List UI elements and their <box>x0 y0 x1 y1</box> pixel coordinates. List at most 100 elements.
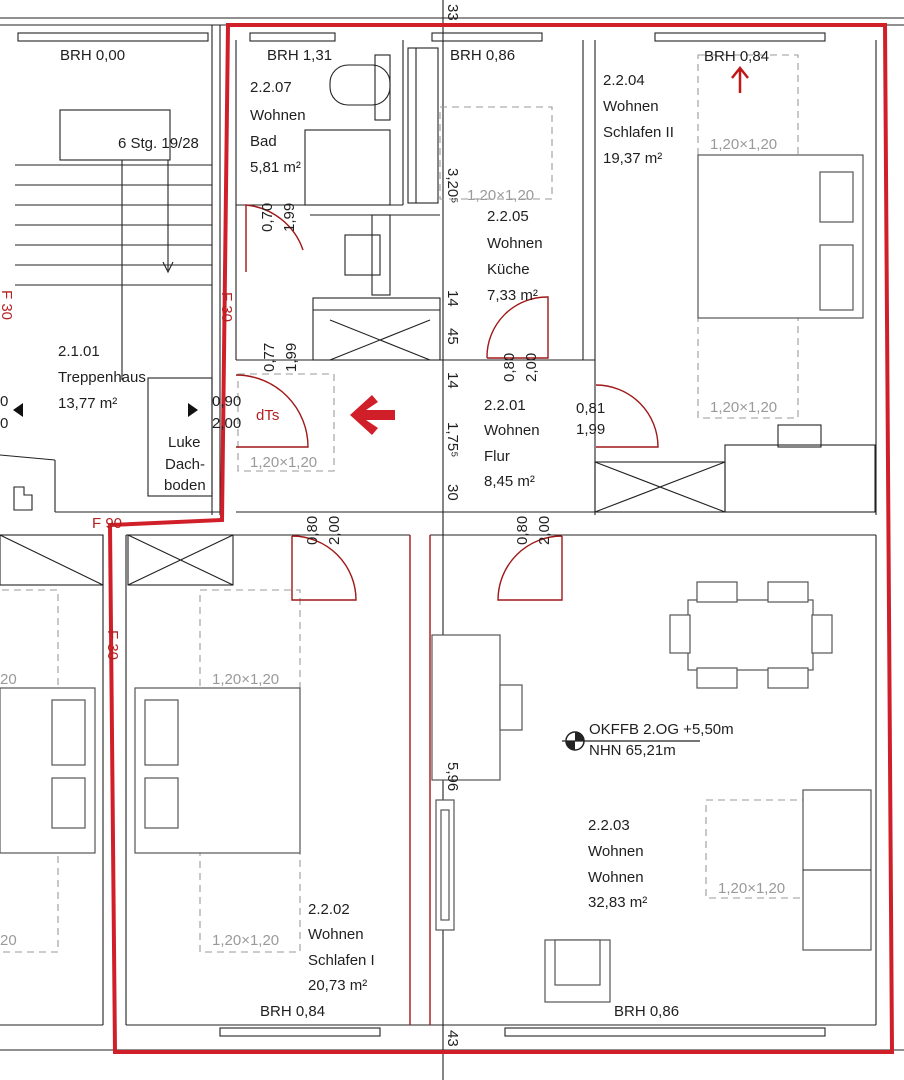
brh-label: BRH 0,84 <box>704 48 769 65</box>
room-number: 2.1.01 <box>58 343 100 360</box>
svg-text:F 90: F 90 <box>92 515 122 532</box>
svg-text:5,96: 5,96 <box>444 762 461 791</box>
brh-label: BRH 0,00 <box>60 47 125 64</box>
doors <box>235 204 659 601</box>
svg-text:Luke: Luke <box>168 434 201 451</box>
room-area: 20,73 m² <box>308 977 367 994</box>
svg-text:dTs: dTs <box>256 407 279 424</box>
svg-text:1,20×1,20: 1,20×1,20 <box>250 454 317 471</box>
play-arrow-left-icon <box>13 403 23 417</box>
room-name: Schlafen II <box>603 124 674 141</box>
room-type: Wohnen <box>250 107 306 124</box>
room-area: 7,33 m² <box>487 287 538 304</box>
room-number: 2.2.05 <box>487 208 529 225</box>
bathroom-fixtures <box>304 54 441 361</box>
svg-text:F 30: F 30 <box>104 630 121 660</box>
apartment-outline <box>107 23 895 1054</box>
luke-label: Luke Dach- boden <box>164 434 206 494</box>
svg-text:0,77: 0,77 <box>261 343 278 372</box>
svg-text:0,81: 0,81 <box>576 400 605 417</box>
svg-text:14: 14 <box>444 372 461 389</box>
room-type: Wohnen <box>308 926 364 943</box>
svg-text:Dach-: Dach- <box>165 456 205 473</box>
room-number: 2.2.07 <box>250 79 292 96</box>
svg-text:1,75⁵: 1,75⁵ <box>444 422 461 457</box>
room-bad: 2.2.07 Wohnen Bad 5,81 m² BRH 1,31 <box>250 47 332 176</box>
svg-text:0: 0 <box>0 393 8 410</box>
svg-text:1,20×1,20: 1,20×1,20 <box>710 136 777 153</box>
door-dimension-labels: 0,70 1,99 0,77 1,99 0,90 2,00 dTs 0,80 2… <box>0 203 605 545</box>
svg-text:14: 14 <box>444 290 461 307</box>
room-name: Treppenhaus <box>58 369 146 386</box>
svg-text:1,20×1,20: 1,20×1,20 <box>467 187 534 204</box>
play-arrow-icon <box>188 403 198 417</box>
svg-text:F 30: F 30 <box>0 290 15 320</box>
svg-text:0,90: 0,90 <box>212 393 241 410</box>
room-treppenhaus: 2.1.01 Treppenhaus 13,77 m² BRH 0,00 6 S… <box>58 47 199 412</box>
svg-text:43: 43 <box>444 1030 461 1047</box>
svg-text:0,70: 0,70 <box>259 203 276 232</box>
kitchen-units <box>407 47 553 204</box>
furniture <box>0 54 872 1003</box>
bed-size-labels: 1,20×1,20 1,20×1,20 1,20×1,20 1,20×1,20 … <box>0 136 785 949</box>
stairs-label: 6 Stg. 19/28 <box>118 135 199 152</box>
wardrobes <box>0 424 876 586</box>
room-flur: 2.2.01 Wohnen Flur 8,45 m² <box>484 397 540 490</box>
svg-text:NHN 65,21m: NHN 65,21m <box>589 742 676 759</box>
room-kueche: 2.2.05 Wohnen Küche 7,33 m² BRH 0,86 <box>450 47 543 304</box>
brh-label: BRH 1,31 <box>267 47 332 64</box>
fire-rating-labels: F 30 F 30 F 90 F 30 <box>0 290 235 660</box>
svg-text:2,00: 2,00 <box>326 516 343 545</box>
svg-text:2,00: 2,00 <box>523 353 540 382</box>
room-type: Wohnen <box>484 422 540 439</box>
room-number: 2.2.01 <box>484 397 526 414</box>
svg-text:0,80: 0,80 <box>501 353 518 382</box>
room-wohnen: 2.2.03 Wohnen Wohnen 32,83 m² BRH 0,86 <box>588 817 679 1020</box>
svg-text:30: 30 <box>444 484 461 501</box>
brh-label: BRH 0,86 <box>614 1003 679 1020</box>
level-label: OKFFB 2.OG +5,50m NHN 65,21m <box>589 721 734 759</box>
room-name: Wohnen <box>588 869 644 886</box>
svg-text:20: 20 <box>0 671 17 688</box>
room-area: 13,77 m² <box>58 395 117 412</box>
room-name: Küche <box>487 261 530 278</box>
svg-text:2,00: 2,00 <box>536 516 553 545</box>
room-number: 2.2.02 <box>308 901 350 918</box>
svg-text:2,00: 2,00 <box>212 415 241 432</box>
svg-text:20: 20 <box>0 932 17 949</box>
svg-text:0,80: 0,80 <box>514 516 531 545</box>
room-schlafen1: 2.2.02 Wohnen Schlafen I 20,73 m² BRH 0,… <box>260 901 375 1020</box>
svg-text:33: 33 <box>444 4 461 21</box>
room-name: Bad <box>250 133 277 150</box>
svg-text:0: 0 <box>0 415 8 432</box>
svg-text:45: 45 <box>444 328 461 345</box>
room-number: 2.2.04 <box>603 72 645 89</box>
room-type: Wohnen <box>588 843 644 860</box>
room-name: Schlafen I <box>308 952 375 969</box>
staircase <box>13 109 213 511</box>
room-area: 5,81 m² <box>250 159 301 176</box>
room-type: Wohnen <box>603 98 659 115</box>
axis-dimensions: 33 3,20⁵ 14 45 14 1,75⁵ 30 5,96 43 <box>444 4 461 1047</box>
room-schlafen2: 2.2.04 Wohnen Schlafen II 19,37 m² BRH 0… <box>603 48 769 167</box>
svg-text:F 30: F 30 <box>218 292 235 322</box>
room-area: 8,45 m² <box>484 473 535 490</box>
room-area: 32,83 m² <box>588 894 647 911</box>
entrance-arrow-icon <box>350 395 395 435</box>
svg-text:1,99: 1,99 <box>283 343 300 372</box>
svg-text:1,20×1,20: 1,20×1,20 <box>718 880 785 897</box>
svg-text:0,80: 0,80 <box>304 516 321 545</box>
svg-text:3,20⁵: 3,20⁵ <box>444 168 461 203</box>
brh-label: BRH 0,86 <box>450 47 515 64</box>
window-arrow-icon <box>731 65 749 93</box>
room-name: Flur <box>484 448 510 465</box>
svg-text:1,20×1,20: 1,20×1,20 <box>212 932 279 949</box>
svg-text:1,99: 1,99 <box>281 203 298 232</box>
room-type: Wohnen <box>487 235 543 252</box>
brh-label: BRH 0,84 <box>260 1003 325 1020</box>
svg-text:boden: boden <box>164 477 206 494</box>
svg-text:1,20×1,20: 1,20×1,20 <box>212 671 279 688</box>
room-number: 2.2.03 <box>588 817 630 834</box>
svg-text:1,20×1,20: 1,20×1,20 <box>710 399 777 416</box>
